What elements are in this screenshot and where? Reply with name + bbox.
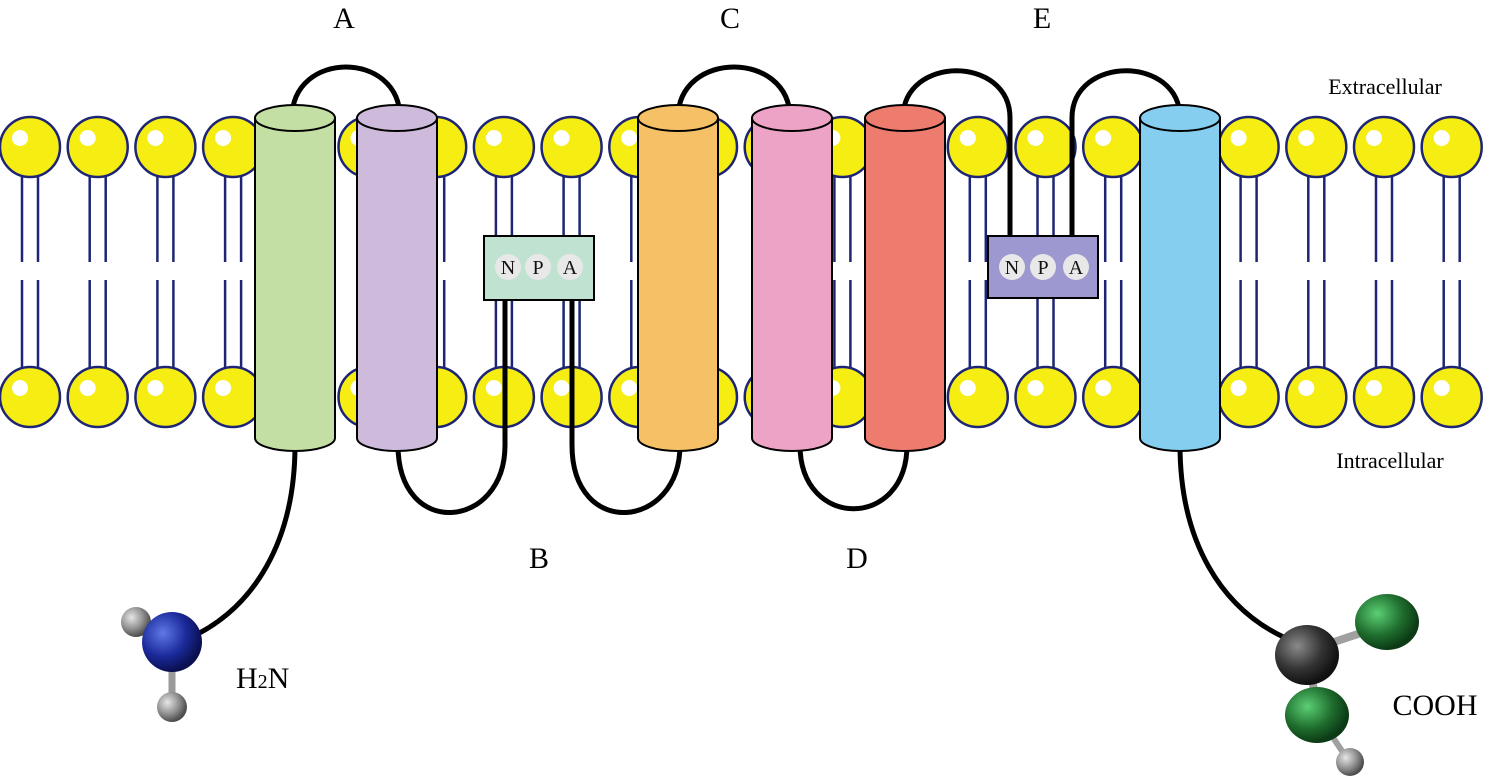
- lipid-head: [1285, 365, 1348, 429]
- lipid-head: [1217, 115, 1280, 179]
- npa-2-a: A: [1069, 257, 1084, 279]
- intracellular-loops: [182, 297, 1293, 643]
- lipid-head: [1420, 115, 1483, 179]
- lipid-head: [66, 365, 129, 429]
- c-terminus-label: COOH: [1392, 689, 1477, 722]
- lipid-head: [1352, 365, 1416, 429]
- lipid-head: [1081, 365, 1145, 429]
- loop-c: [675, 64, 793, 121]
- amino-group-molecule: [121, 607, 202, 722]
- lipid-head: [0, 115, 62, 179]
- npa-1-a: A: [563, 257, 578, 279]
- lipid-pair: [66, 115, 129, 429]
- extracellular-label: Extracellular: [1328, 74, 1442, 99]
- lipid-bilayer: [0, 115, 1483, 429]
- hydrogen-atom: [157, 692, 187, 722]
- loop-label-b: B: [529, 542, 549, 575]
- loop-e-right: [1069, 68, 1183, 239]
- lipid-head: [1217, 365, 1280, 429]
- loop-label-d: D: [846, 542, 868, 575]
- lipid-pair: [1352, 115, 1416, 429]
- intracellular-label: Intracellular: [1336, 448, 1444, 473]
- lipid-pair: [1420, 115, 1483, 429]
- helix-4: [751, 104, 833, 452]
- c-tail: [1177, 442, 1293, 643]
- npa-1-p: P: [532, 257, 543, 279]
- lipid-head: [66, 115, 129, 179]
- hydrogen-atom: [1336, 748, 1364, 776]
- loop-a: [289, 64, 403, 121]
- oxygen-atom: [1355, 594, 1419, 650]
- n-tail: [182, 442, 298, 643]
- hydrogen-atom: [121, 607, 151, 637]
- lipid-head: [1081, 115, 1145, 179]
- carboxyl-group-molecule: [1275, 594, 1419, 776]
- lipid-head: [0, 365, 62, 429]
- lipid-pair: [0, 115, 62, 429]
- lipid-pair: [946, 115, 1010, 429]
- carbon-atom: [1275, 625, 1339, 685]
- npa-2-p: P: [1037, 257, 1048, 279]
- transmembrane-helices: [254, 104, 1221, 452]
- lipid-pair: [1285, 115, 1348, 429]
- helix-3: [637, 104, 719, 452]
- lipid-head: [1285, 115, 1348, 179]
- lipid-head: [1420, 365, 1483, 429]
- lipid-head: [540, 115, 603, 179]
- loop-d: [797, 442, 910, 512]
- loop-b-left: [395, 297, 508, 515]
- lipid-head: [472, 115, 536, 179]
- lipid-head: [134, 365, 197, 429]
- lipid-head: [134, 115, 197, 179]
- lipid-head: [1352, 115, 1416, 179]
- npa-2-n: N: [1005, 257, 1019, 279]
- extracellular-loops: [289, 64, 1183, 239]
- npa-box-1: N P A: [483, 235, 595, 301]
- nitrogen-atom: [142, 612, 202, 672]
- lipid-head: [946, 115, 1010, 179]
- helix-1: [254, 104, 336, 452]
- n-terminus-label: H2N: [236, 662, 289, 695]
- npa-1-n: N: [501, 257, 515, 279]
- lipid-head: [946, 365, 1010, 429]
- npa-box-2: N P A: [987, 235, 1099, 299]
- loop-label-a: A: [333, 2, 355, 35]
- lipid-head: [1014, 365, 1077, 429]
- helix-2: [356, 104, 438, 452]
- loop-label-c: C: [720, 2, 740, 35]
- loop-label-e: E: [1033, 2, 1051, 35]
- lipid-pair: [1217, 115, 1280, 429]
- loop-e-left: [900, 68, 1013, 239]
- lipid-head: [1014, 115, 1077, 179]
- helix-5: [864, 104, 946, 452]
- helix-6: [1139, 104, 1221, 452]
- lipid-pair: [134, 115, 197, 429]
- oxygen-atom: [1285, 687, 1349, 743]
- lipid-pair: [1081, 115, 1145, 429]
- loop-b-right: [569, 297, 683, 515]
